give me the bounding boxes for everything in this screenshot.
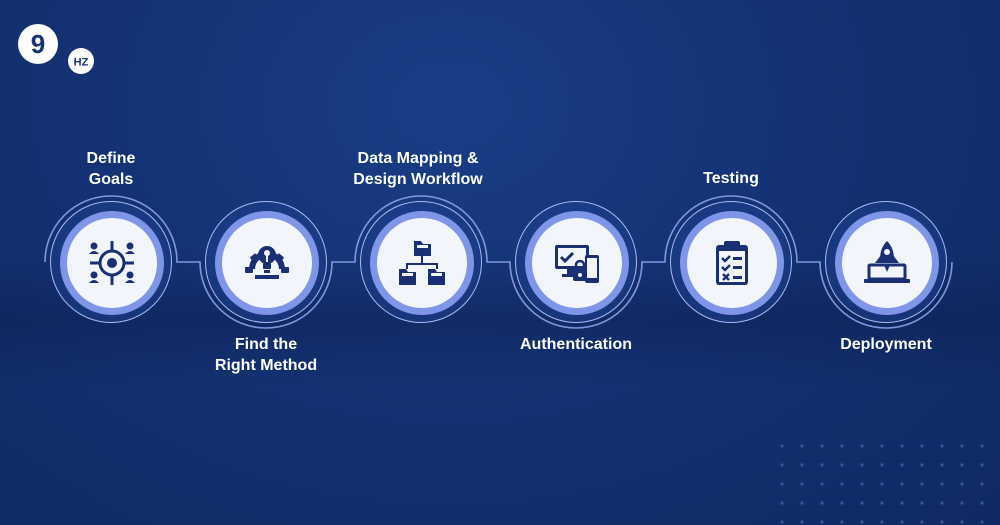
decorative-dot (940, 520, 944, 524)
decorative-dot (920, 482, 924, 486)
step-label-authentication: Authentication (520, 336, 632, 353)
step-label-define-goals: Define Goals (86, 150, 136, 188)
logo-mark: 9 (31, 29, 45, 59)
decorative-dot (840, 463, 844, 467)
decorative-dot (820, 482, 824, 486)
decorative-dot (900, 501, 904, 505)
decorative-dot (860, 444, 864, 448)
decorative-dot (820, 520, 824, 524)
step-label-testing: Testing (703, 170, 759, 187)
step-node-define-goals (50, 201, 172, 323)
decorative-dot (820, 444, 824, 448)
decorative-dot (780, 501, 784, 505)
decorative-dot (920, 520, 924, 524)
decorative-dot (780, 463, 784, 467)
step-node-authentication (515, 201, 637, 323)
decorative-dot (900, 463, 904, 467)
decorative-dot (960, 482, 964, 486)
decorative-dot (800, 520, 804, 524)
decorative-dot (900, 482, 904, 486)
step-node-deployment (825, 201, 947, 323)
decorative-dot (920, 501, 924, 505)
decorative-dot (920, 444, 924, 448)
decorative-dot (960, 520, 964, 524)
decorative-dot (960, 501, 964, 505)
logo-text: HZ (74, 57, 89, 69)
decorative-dot (840, 520, 844, 524)
decorative-dot (900, 444, 904, 448)
decorative-dot (920, 463, 924, 467)
decorative-dot (800, 482, 804, 486)
step-node-find-method (205, 201, 327, 323)
decorative-dot (980, 501, 984, 505)
decorative-dot (940, 501, 944, 505)
decorative-dot (980, 444, 984, 448)
gear-lightbulb-icon (245, 246, 289, 279)
step-label-deployment: Deployment (840, 336, 932, 353)
decorative-dot (820, 463, 824, 467)
decorative-dot (940, 463, 944, 467)
checklist-clipboard-icon (716, 241, 748, 285)
decorative-dot (940, 482, 944, 486)
brand-logo: 9 HZ (18, 24, 94, 74)
logo-badge (68, 48, 94, 74)
decorative-dot (800, 444, 804, 448)
step-node-testing (670, 201, 792, 323)
decorative-dot (880, 463, 884, 467)
step-label-find-method: Find the Right Method (214, 336, 318, 374)
decorative-dot (780, 520, 784, 524)
decorative-dot (800, 463, 804, 467)
decorative-dot (980, 482, 984, 486)
decorative-dot (860, 520, 864, 524)
step-node-data-mapping (360, 201, 482, 323)
decorative-dot (880, 520, 884, 524)
secure-devices-icon (555, 245, 599, 283)
connector-line (44, 195, 953, 329)
decorative-dot (960, 444, 964, 448)
decorative-dot (780, 444, 784, 448)
decorative-dot (820, 501, 824, 505)
decorative-dot (800, 501, 804, 505)
decorative-dot (880, 501, 884, 505)
decorative-dot (840, 482, 844, 486)
step-label-data-mapping: Data Mapping & Design Workflow (353, 150, 483, 188)
decorative-dot (880, 482, 884, 486)
decorative-dot (900, 520, 904, 524)
rocket-laptop-icon (864, 241, 910, 283)
decorative-dot (860, 501, 864, 505)
decorative-dot (780, 482, 784, 486)
decorative-dot (980, 463, 984, 467)
decorative-dot (880, 444, 884, 448)
decorative-dot (860, 482, 864, 486)
decorative-dot (860, 463, 864, 467)
decorative-dot (960, 463, 964, 467)
decorative-dot (980, 520, 984, 524)
decorative-dot (840, 444, 844, 448)
target-team-icon (89, 241, 135, 285)
decorative-dot (840, 501, 844, 505)
logo-mark-circle (18, 24, 58, 64)
decorative-dot (940, 444, 944, 448)
folder-hierarchy-icon (399, 241, 445, 285)
